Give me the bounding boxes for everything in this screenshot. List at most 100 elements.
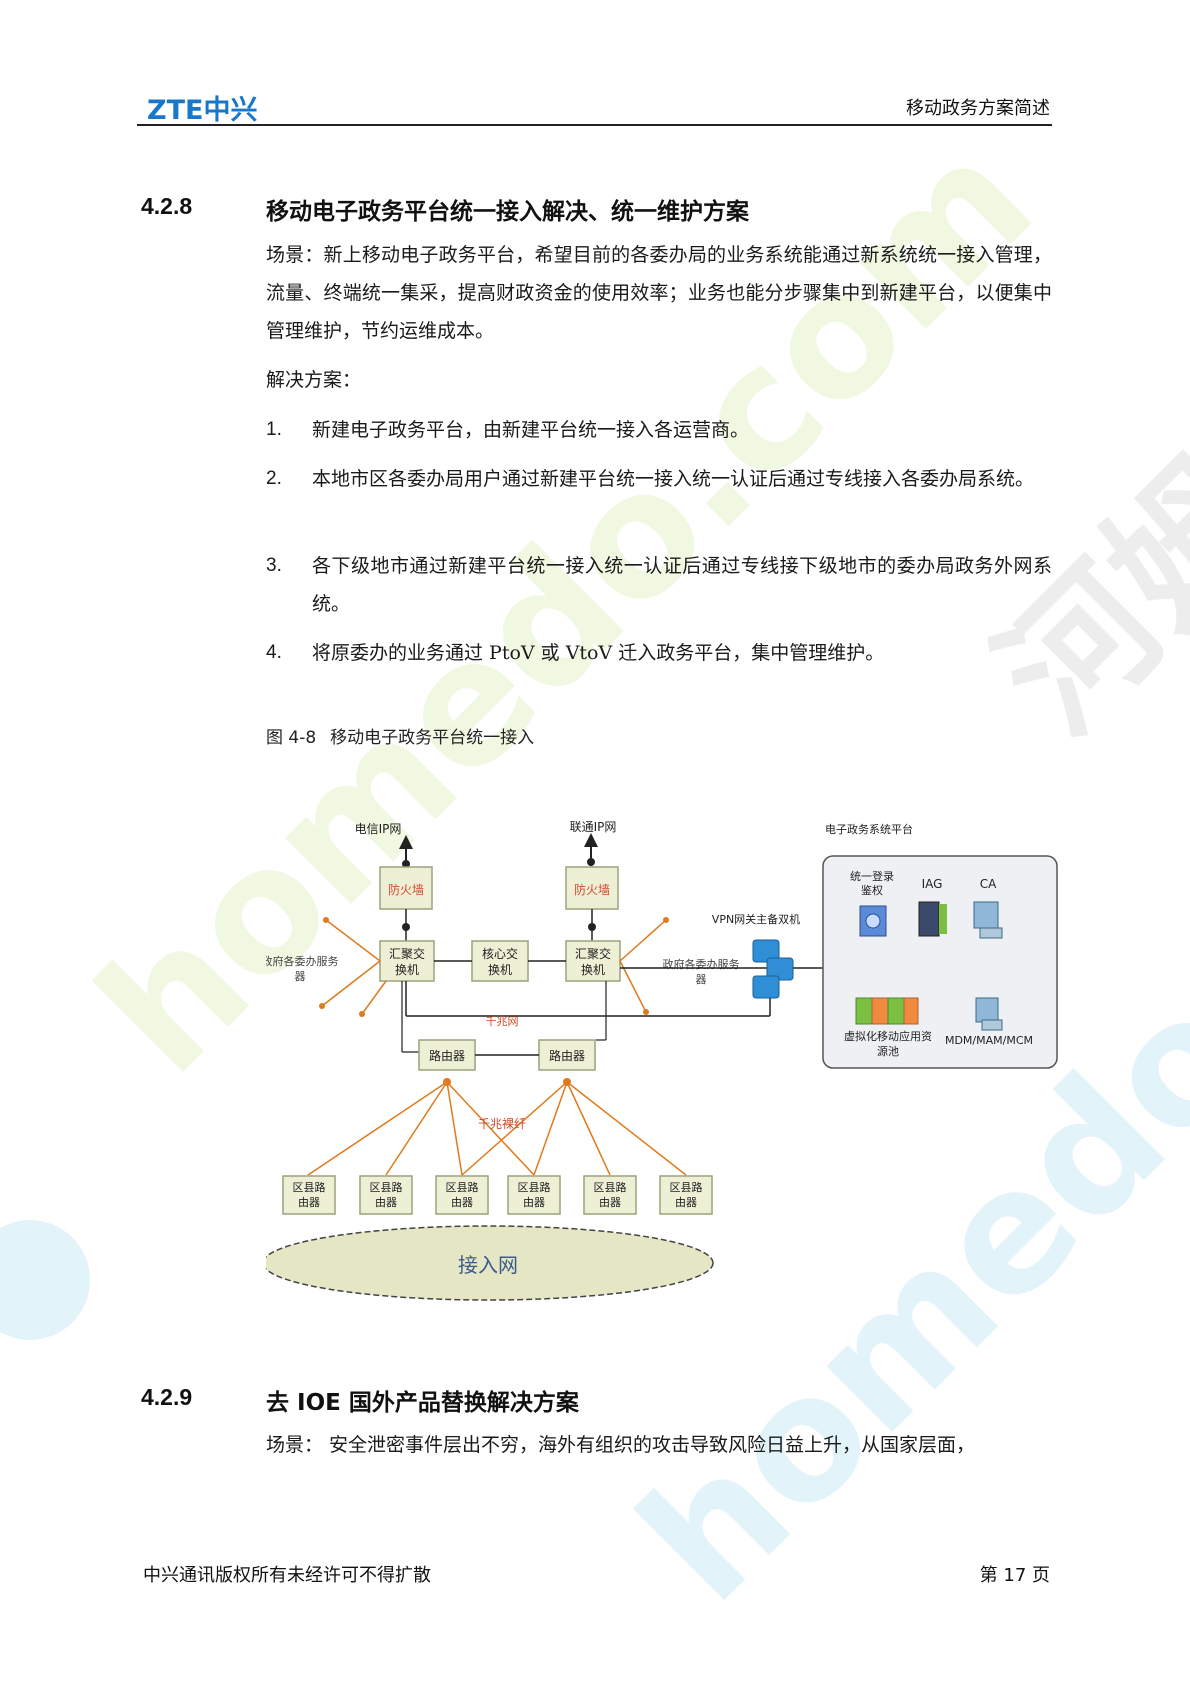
county-router: 区县路 由器: [282, 1175, 336, 1215]
list-item-text: 本地市区各委办局用户通过新建平台统一接入统一认证后通过专线接入各委办局系统。: [312, 468, 1035, 490]
section-429-number: 4.2.9: [141, 1384, 193, 1410]
gov-server-left-fan: [321, 919, 387, 1015]
svg-text:区县路: 区县路: [370, 1181, 403, 1194]
svg-text:区县路: 区县路: [293, 1181, 326, 1194]
agg-switch-left-box: [379, 940, 435, 982]
section-428-title: 移动电子政务平台统一接入解决、统一维护方案: [266, 199, 749, 225]
list-item-text: 将原委办的业务通过 PtoV 或 VtoV 迁入政务平台，集中管理维护。: [312, 642, 885, 664]
vpn-gateway-icon: [752, 939, 794, 999]
list-item: 4. 将原委办的业务通过 PtoV 或 VtoV 迁入政务平台，集中管理维护。: [266, 634, 1052, 672]
virtual-pool-label: 虚拟化移动应用资: [844, 1029, 932, 1043]
node-dot: [359, 1011, 365, 1017]
list-item: 1. 新建电子政务平台，由新建平台统一接入各运营商。: [266, 411, 1052, 449]
ca-server-icon: [973, 901, 1003, 939]
footer-page-number: 第 17 页: [979, 1565, 1050, 1586]
router-left-box: [418, 1039, 476, 1071]
platform-title: 电子政务系统平台: [825, 822, 913, 836]
node-dot: [402, 860, 410, 868]
svg-text:由器: 由器: [451, 1195, 473, 1209]
svg-text:由器: 由器: [375, 1195, 397, 1209]
list-item-number: 4.: [266, 642, 282, 663]
list-item: 3. 各下级地市通过新建平台统一接入统一认证后通过专线接下级地市的委办局政务外网…: [266, 547, 1052, 623]
list-item-number: 3.: [266, 555, 282, 576]
svg-text:由器: 由器: [599, 1195, 621, 1209]
firewall-right-label: 防火墙: [574, 882, 610, 897]
svg-text:由器: 由器: [523, 1195, 545, 1209]
node-dot: [402, 923, 410, 931]
sso-label-2: 鉴权: [861, 884, 883, 897]
sso-server-icon: [859, 905, 887, 937]
gov-server-right-fan: [619, 919, 667, 1013]
county-router: 区县路 由器: [359, 1175, 413, 1215]
virtual-pool-label-2: 源池: [877, 1044, 899, 1058]
list-item-text: 各下级地市通过新建平台统一接入统一认证后通过专线接下级地市的委办局政务外网系统。: [312, 555, 1052, 615]
router-right-label: 路由器: [549, 1048, 585, 1063]
node-dot: [588, 923, 596, 931]
header-doc-title: 移动政务方案简述: [906, 98, 1050, 119]
mdm-label: MDM/MAM/MCM: [945, 1034, 1033, 1047]
vpn-gateway-label: VPN网关主备双机: [712, 912, 800, 926]
section-429-scene: 场景： 安全泄密事件层出不穷，海外有组织的攻击导致风险日益上升，从国家层面，: [266, 1434, 976, 1456]
telecom-ip-label: 电信IP网: [355, 822, 402, 836]
node-dot: [643, 1009, 649, 1015]
gigabit-net-label: 千兆网: [486, 1015, 519, 1028]
gov-server-right-label: 政府各委办服务: [663, 957, 740, 971]
list-item-number: 1.: [266, 419, 282, 440]
firewall-left-label: 防火墙: [388, 882, 424, 897]
agg-switch-left-label-2: 换机: [395, 963, 419, 977]
core-switch-box: [471, 940, 529, 982]
node-dot: [319, 1003, 325, 1009]
mdm-server-icon: [975, 997, 1003, 1031]
watermark-flower-icon: [0, 1220, 90, 1340]
list-item-text: 新建电子政务平台，由新建平台统一接入各运营商。: [312, 419, 750, 441]
list-item: 2. 本地市区各委办局用户通过新建平台统一接入统一认证后通过专线接入各委办局系统…: [266, 460, 1052, 498]
section-429-title: 去 IOE 国外产品替换解决方案: [266, 1390, 579, 1416]
fiber-fanout: [307, 1081, 687, 1176]
county-router: 区县路 由器: [583, 1175, 637, 1215]
county-router: 区县路 由器: [507, 1175, 561, 1215]
gov-server-right-label-2: 器: [696, 973, 707, 986]
iag-server-icon: [918, 901, 947, 937]
figure-label: 图 4-8: [266, 728, 317, 748]
svg-text:由器: 由器: [298, 1195, 320, 1209]
node-dot: [563, 1078, 571, 1086]
list-item-number: 2.: [266, 468, 282, 489]
core-switch-label: 核心交: [482, 946, 518, 961]
access-network-ellipse: [266, 1225, 714, 1301]
firewall-left-box: [379, 866, 433, 910]
agg-switch-right-label-2: 换机: [581, 963, 605, 977]
router-left-label: 路由器: [429, 1048, 465, 1063]
agg-switch-right-label: 汇聚交: [575, 946, 611, 961]
county-router: 区县路 由器: [659, 1175, 713, 1215]
figure-caption: 图 4-8 移动电子政务平台统一接入: [266, 723, 534, 748]
svg-text:由器: 由器: [675, 1195, 697, 1209]
agg-switch-left-label: 汇聚交: [389, 946, 425, 961]
access-network-label: 接入网: [458, 1253, 518, 1277]
gov-server-left-label-2: 器: [295, 970, 306, 983]
gigabit-fiber-label: 千兆裸纤: [478, 1116, 526, 1131]
svg-text:区县路: 区县路: [518, 1181, 551, 1194]
virtual-pool-icon: [855, 997, 919, 1025]
unicom-ip-label: 联通IP网: [570, 820, 617, 834]
router-right-box: [538, 1039, 596, 1071]
zte-logo: ZTE中兴: [147, 95, 258, 126]
footer-copyright: 中兴通讯版权所有未经许可不得扩散: [143, 1565, 431, 1586]
page-header: ZTE中兴 移动政务方案简述: [137, 82, 1052, 126]
svg-text:区县路: 区县路: [670, 1181, 703, 1194]
iag-label: IAG: [922, 877, 943, 891]
section-428-solution-label: 解决方案：: [266, 369, 362, 391]
county-router: 区县路 由器: [435, 1175, 489, 1215]
svg-text:区县路: 区县路: [594, 1181, 627, 1194]
figure-title: 移动电子政务平台统一接入: [330, 728, 535, 748]
ca-label: CA: [980, 877, 997, 891]
network-diagram: 电信IP网 联通IP网 防火墙 防火墙 汇聚交 换机 核心交 换机 汇聚交 换机…: [266, 820, 1058, 1301]
node-dot: [323, 917, 329, 923]
svg-text:区县路: 区县路: [446, 1181, 479, 1194]
section-428-number: 4.2.8: [141, 193, 193, 219]
node-dot: [443, 1078, 451, 1086]
agg-switch-right-box: [565, 940, 621, 982]
node-dot: [587, 858, 595, 866]
section-428-scene: 场景：新上移动电子政务平台，希望目前的各委办局的业务系统能通过新系统统一接入管理…: [266, 244, 1052, 342]
sso-label: 统一登录: [850, 869, 894, 883]
gov-server-left-label: 政府各委办服务: [266, 954, 339, 968]
